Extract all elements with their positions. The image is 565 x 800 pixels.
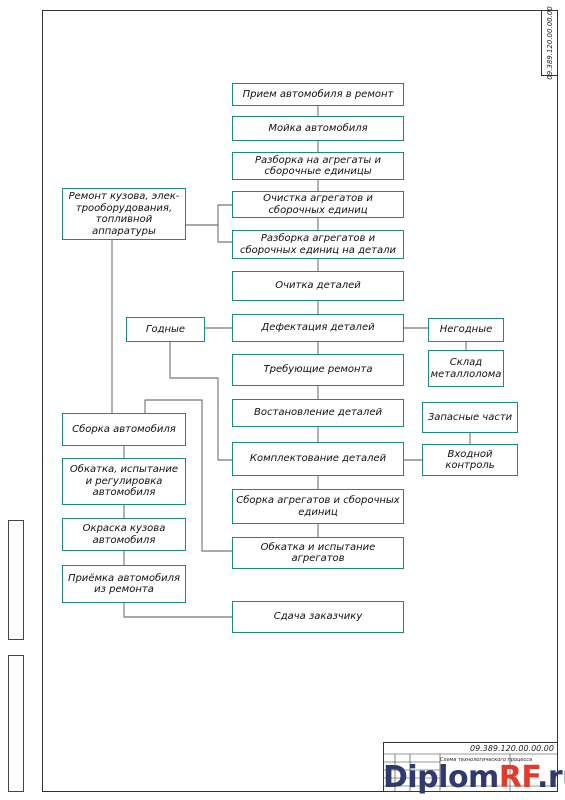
top-stamp: 09.389.120.00.00.00 <box>541 6 558 80</box>
box-vostanovlenie: Востановление деталей <box>232 399 404 427</box>
watermark-part3: .ru <box>537 760 565 795</box>
link-remont-razbdet <box>217 225 232 243</box>
box-okraska-kuzova: Окраска кузова автомобиля <box>62 518 186 551</box>
watermark-logo: DiplomRF.ru <box>383 760 565 795</box>
link-obkatka-sborka <box>144 399 232 552</box>
side-stamp-upper <box>8 520 24 640</box>
link-priemka-sdacha <box>123 603 232 618</box>
box-defektaciya: Дефектация деталей <box>232 314 404 342</box>
box-remont-kuzova: Ремонт кузова, элек-трооборудования, топ… <box>62 188 186 240</box>
box-ochistka-detalei: Очитка деталей <box>232 271 404 301</box>
link-remont-ochistka <box>186 204 232 226</box>
box-razborka-detali: Разборка агрегатов и сборочных единиц на… <box>232 230 404 259</box>
box-sklad-metalloloma: Склад металлолома <box>428 350 504 387</box>
box-obkatka-avtomobilya: Обкатка, испытание и регулировка автомоб… <box>62 458 186 505</box>
box-priem: Прием автомобиля в ремонт <box>232 83 404 106</box>
box-negodnye: Негодные <box>428 318 504 342</box>
box-priemka-avtomobilya: Приёмка автомобиля из ремонта <box>62 565 186 603</box>
watermark-part1: Diplom <box>383 760 499 795</box>
box-zapasnye-chasti: Запасные части <box>422 402 518 433</box>
box-ochistka-agregatov: Очистка агрегатов и сборочных единиц <box>232 191 404 218</box>
link-godnye-kompl <box>169 342 232 461</box>
title-block <box>383 742 558 792</box>
side-stamp-lower <box>8 655 24 792</box>
title-block-code: 09.389.120.00.00.00 <box>470 744 554 753</box>
box-razborka-agregaty: Разборка на агрегаты и сборочные единицы <box>232 152 404 180</box>
box-komplektovanie: Комплектование деталей <box>232 442 404 476</box>
watermark-part2: RF <box>498 760 538 795</box>
box-sdacha: Сдача заказчику <box>232 601 404 633</box>
box-sborka-agregatov: Сборка агрегатов и сборочных единиц <box>232 489 404 524</box>
box-vhodnoi-kontrol: Входной контроль <box>422 444 518 476</box>
box-trebuyushie-remonta: Требующие ремонта <box>232 354 404 386</box>
box-sborka-avtomobilya: Сборка автомобиля <box>62 413 186 446</box>
box-moika: Мойка автомобиля <box>232 116 404 141</box>
box-obkatka-agregatov: Обкатка и испытание агрегатов <box>232 537 404 569</box>
title-block-name: Схема технологического процесса <box>440 757 533 763</box>
box-godnye: Годные <box>126 317 205 342</box>
drawing-frame <box>42 10 558 792</box>
